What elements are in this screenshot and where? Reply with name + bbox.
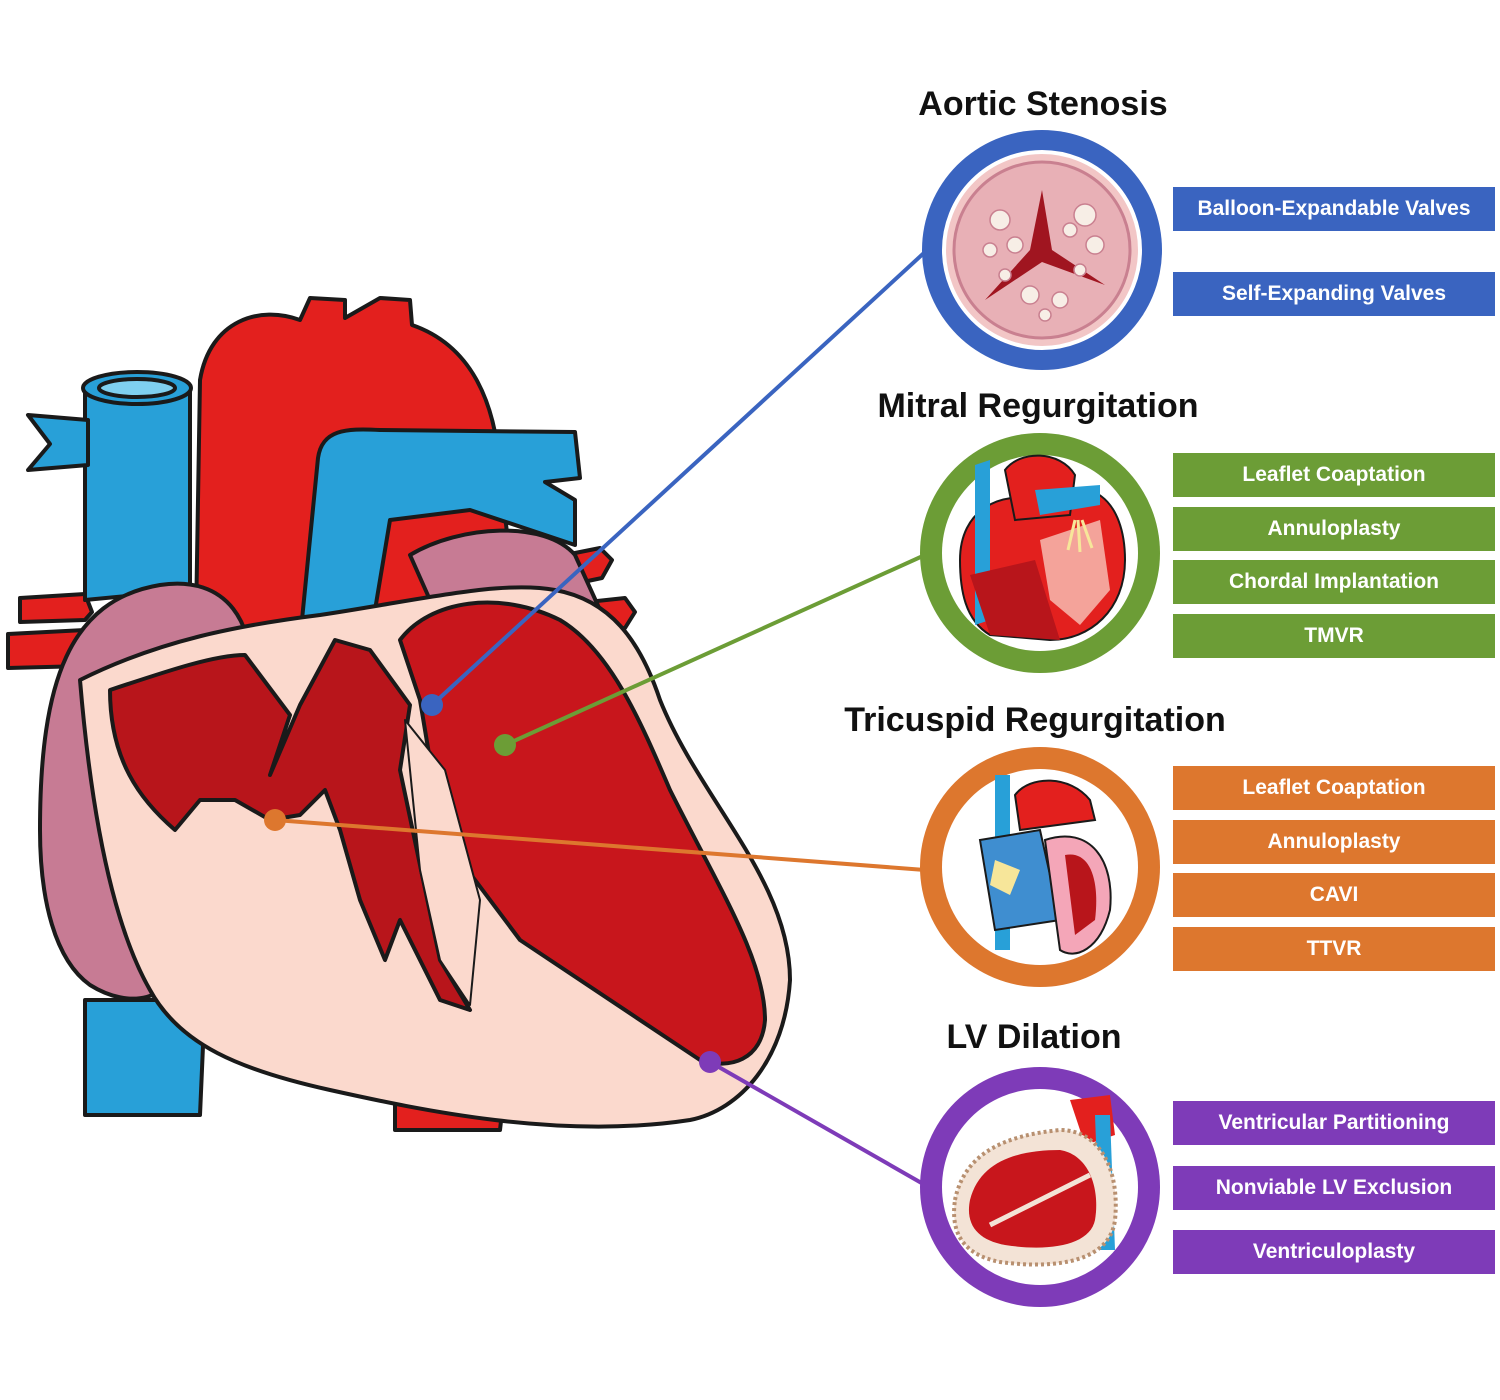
septum	[404, 719, 481, 1006]
connector-aortic	[430, 250, 927, 707]
connector-dots	[264, 694, 721, 1073]
calcification-nodules	[982, 203, 1105, 322]
tag-balloon-expandable-valves: Balloon-Expandable Valves	[1173, 187, 1495, 231]
tag-mitral-annuloplasty: Annuloplasty	[1173, 507, 1495, 551]
tag-chordal-implantation: Chordal Implantation	[1173, 560, 1495, 604]
tag-tmvr: TMVR	[1173, 614, 1495, 658]
right-ventricle	[108, 638, 472, 1012]
tag-nonviable-lv-exclusion: Nonviable LV Exclusion	[1173, 1166, 1495, 1210]
lv-partition	[988, 1172, 1092, 1228]
tag-tricuspid-annuloplasty: Annuloplasty	[1173, 820, 1495, 864]
mitral-chords	[1066, 519, 1094, 553]
tag-self-expanding-valves: Self-Expanding Valves	[1173, 272, 1495, 316]
tricuspid-leaflets	[990, 860, 1020, 895]
tricuspid-aorta	[1013, 779, 1097, 832]
dot-aortic	[421, 694, 443, 716]
vena-cava-branch	[26, 413, 90, 472]
tricuspid-inset	[920, 747, 1160, 987]
connectors	[274, 250, 927, 1187]
tag-cavi: CAVI	[1173, 873, 1495, 917]
tag-ttvr: TTVR	[1173, 927, 1495, 971]
tag-ventriculoplasty: Ventriculoplasty	[1173, 1230, 1495, 1274]
title-mitral-regurgitation: Mitral Regurgitation	[877, 387, 1198, 425]
connector-lv	[709, 1060, 926, 1187]
tag-ventricular-partitioning: Ventricular Partitioning	[1173, 1101, 1495, 1145]
heart-illustration	[6, 296, 792, 1132]
dot-lv	[699, 1051, 721, 1073]
title-aortic-stenosis: Aortic Stenosis	[918, 85, 1167, 123]
superior-vena-cava	[83, 388, 192, 602]
mitral-rv	[970, 560, 1060, 640]
lv-inset	[920, 1067, 1160, 1307]
connector-tricuspid	[274, 818, 926, 872]
title-lv-dilation: LV Dilation	[946, 1018, 1121, 1056]
tricuspid-lv-cavity	[1065, 854, 1097, 935]
dot-tricuspid	[264, 809, 286, 831]
vena-cava-lumen	[97, 377, 177, 399]
title-tricuspid-regurgitation: Tricuspid Regurgitation	[844, 701, 1226, 739]
mitral-inset	[920, 433, 1160, 673]
mitral-pa	[1035, 485, 1100, 515]
lv-cavity	[968, 1150, 1097, 1248]
pulmonary-artery-left-upper	[18, 592, 94, 624]
connector-mitral	[504, 553, 926, 747]
aortic-valve-inset	[922, 130, 1162, 370]
tag-mitral-leaflet-coaptation: Leaflet Coaptation	[1173, 453, 1495, 497]
tag-tricuspid-leaflet-coaptation: Leaflet Coaptation	[1173, 766, 1495, 810]
dot-mitral	[494, 734, 516, 756]
left-ventricle	[398, 600, 767, 1066]
